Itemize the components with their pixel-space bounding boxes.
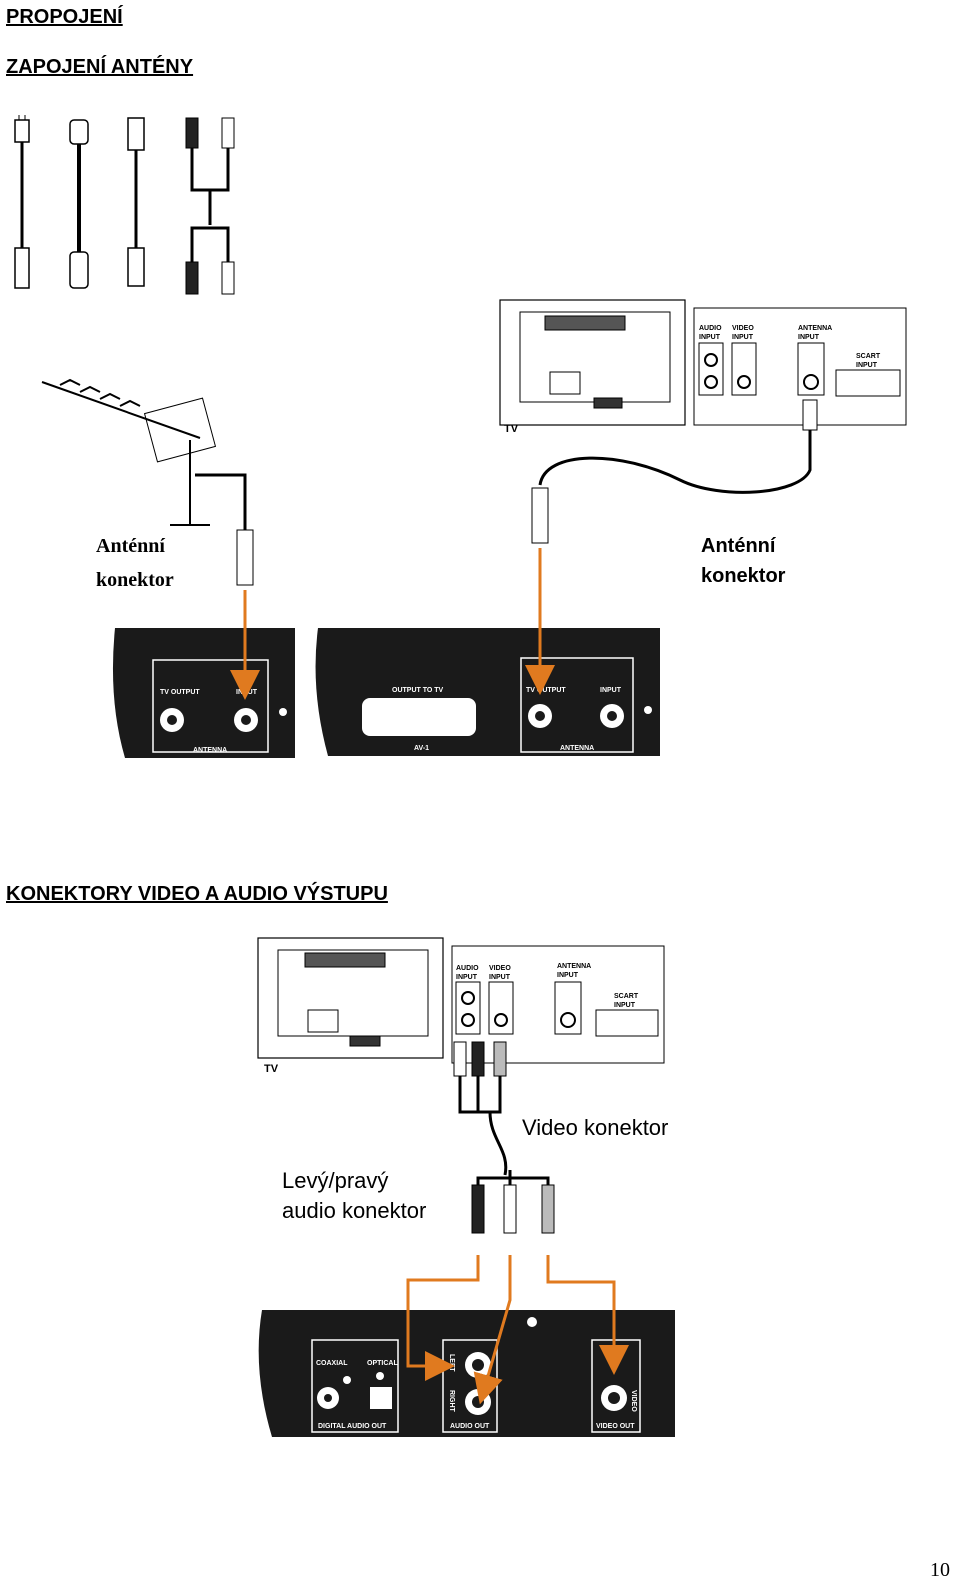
page-number: 10 xyxy=(930,1559,950,1581)
svg-text:SCART: SCART xyxy=(856,353,881,360)
svg-text:INPUT: INPUT xyxy=(798,334,820,341)
svg-text:DIGITAL AUDIO OUT: DIGITAL AUDIO OUT xyxy=(318,1423,387,1430)
svg-text:ANTENNA: ANTENNA xyxy=(557,963,591,970)
svg-text:COAXIAL: COAXIAL xyxy=(316,1360,348,1367)
tv-back-illustration xyxy=(499,299,686,426)
svg-text:RIGHT: RIGHT xyxy=(448,1390,455,1413)
svg-text:audio konektor: audio konektor xyxy=(282,1198,426,1223)
svg-text:TV OUTPUT: TV OUTPUT xyxy=(160,689,200,696)
svg-text:INPUT: INPUT xyxy=(600,687,622,694)
svg-text:TV OUTPUT: TV OUTPUT xyxy=(526,687,566,694)
svg-text:konektor: konektor xyxy=(96,569,174,591)
tv-antenna-cable xyxy=(538,428,812,494)
rca-av-cable xyxy=(453,1041,555,1234)
svg-text:VIDEO: VIDEO xyxy=(630,1390,637,1412)
aerial-antenna-icon xyxy=(41,378,247,530)
svg-text:konektor: konektor xyxy=(701,565,786,587)
coax-cable-icon xyxy=(127,117,145,287)
tv-label-av: TV xyxy=(264,1063,279,1075)
page-title: PROPOJENÍ xyxy=(6,6,123,28)
svg-text:INPUT: INPUT xyxy=(489,974,511,981)
svg-text:INPUT: INPUT xyxy=(699,334,721,341)
svg-text:AV-1: AV-1 xyxy=(414,745,429,752)
device-panel-2: OUTPUT TO TV AV-1 TV OUTPUT INPUT ANTENN… xyxy=(315,628,660,756)
antenna-label-right: Anténní xyxy=(701,535,777,557)
svg-text:AUDIO OUT: AUDIO OUT xyxy=(450,1423,490,1430)
device-panel-1: TV OUTPUT INPUT ANTENNA xyxy=(112,628,295,758)
svg-text:OPTICAL: OPTICAL xyxy=(367,1360,398,1367)
svg-text:ANTENNA: ANTENNA xyxy=(560,745,594,752)
antenna-plug-left xyxy=(236,529,254,586)
svg-text:SCART: SCART xyxy=(614,993,639,1000)
tv-connector-panel: AUDIO INPUT VIDEO INPUT ANTENNA INPUT SC… xyxy=(693,307,907,426)
video-connector-label: Video konektor xyxy=(522,1115,668,1140)
power-cable-icon xyxy=(14,115,30,289)
svg-text:INPUT: INPUT xyxy=(856,362,878,369)
svg-text:OUTPUT TO TV: OUTPUT TO TV xyxy=(392,687,444,694)
rca-cable-icon xyxy=(185,117,235,295)
section-heading-av: KONEKTORY VIDEO A AUDIO VÝSTUPU xyxy=(6,883,388,905)
svg-text:INPUT: INPUT xyxy=(557,972,579,979)
svg-text:VIDEO: VIDEO xyxy=(732,325,754,332)
tv-connector-panel-av: AUDIO INPUT VIDEO INPUT ANTENNA INPUT SC… xyxy=(451,945,665,1064)
svg-text:INPUT: INPUT xyxy=(236,689,258,696)
svg-text:ANTENNA: ANTENNA xyxy=(798,325,832,332)
antenna-label-left: Anténní xyxy=(96,535,165,557)
svg-text:INPUT: INPUT xyxy=(614,1002,636,1009)
svg-text:INPUT: INPUT xyxy=(732,334,754,341)
audio-connector-label: Levý/pravý xyxy=(282,1168,388,1193)
svg-text:LEFT: LEFT xyxy=(448,1354,455,1372)
section-heading-antenna: ZAPOJENÍ ANTÉNY xyxy=(6,56,194,78)
svg-text:AUDIO: AUDIO xyxy=(699,325,722,332)
tv-label: TV xyxy=(504,423,519,435)
svg-text:VIDEO: VIDEO xyxy=(489,965,511,972)
svg-text:AUDIO: AUDIO xyxy=(456,965,479,972)
svg-text:INPUT: INPUT xyxy=(456,974,478,981)
tv-back-illustration-av xyxy=(257,937,444,1059)
power-plug-cable-icon xyxy=(69,119,89,289)
svg-text:VIDEO OUT: VIDEO OUT xyxy=(596,1423,635,1430)
antenna-plug-right xyxy=(531,487,549,544)
svg-text:ANTENNA: ANTENNA xyxy=(193,747,227,754)
